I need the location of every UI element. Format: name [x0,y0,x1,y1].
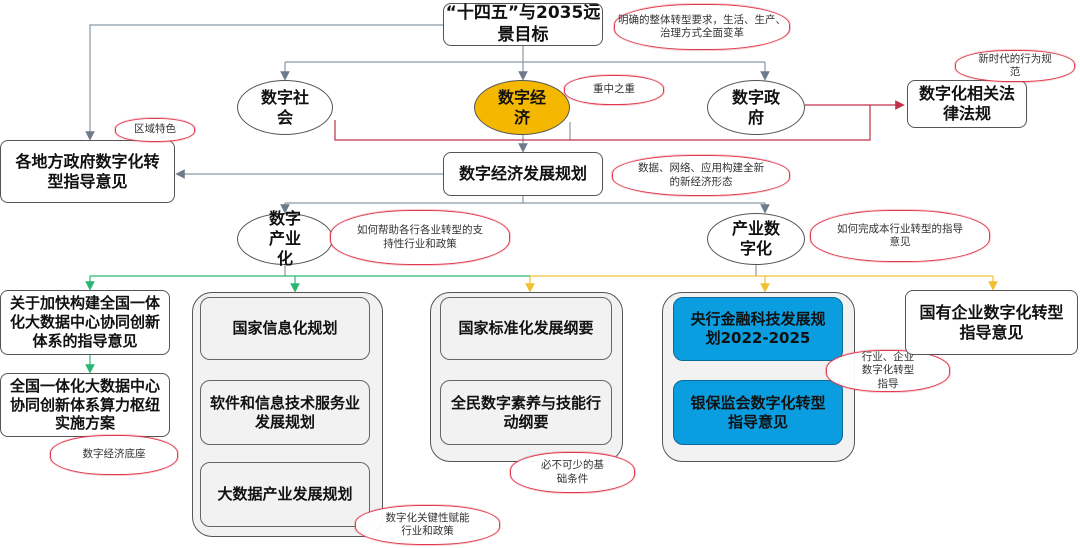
law-box: 数字化相关法律法规 [907,80,1027,128]
top-goal-note: 明确的整体转型要求，生活、生产、治理方式全面变革 [614,4,790,50]
digital-economy-plan-box: 数字经济发展规划 [443,152,603,196]
col2-item: 大数据产业发展规划 [200,462,370,527]
col4-item-highlighted: 银保监会数字化转型指导意见 [673,380,843,445]
digital-industrialization-note: 如何帮助各行各业转型的支持性行业和政策 [330,210,510,265]
digital-economy-node: 数字经济 [474,80,570,135]
digital-industrialization-node: 数字产业化 [237,209,333,268]
industrial-digitalization-note: 如何完成本行业转型的指导意见 [810,210,990,262]
digital-economy-plan-note: 数据、网络、应用构建全新的新经济形态 [612,155,790,196]
col1-item: 全国一体化大数据中心协同创新体系算力枢纽实施方案 [0,373,170,437]
digital-society-node: 数字社会 [237,80,333,135]
col4-note: 行业、企业数字化转型指导 [826,350,950,392]
col3-item: 全民数字素养与技能行动纲要 [440,380,612,445]
col1-note: 数字经济底座 [50,435,178,475]
col2-note: 数字化关键性赋能行业和政策 [355,505,500,545]
top-goal-box: “十四五”与2035远景目标 [443,3,603,46]
digital-government-node: 数字政府 [707,80,805,135]
law-note: 新时代的行为规范 [955,50,1075,82]
col4-item-highlighted: 央行金融科技发展规划2022-2025 [673,297,843,361]
digital-economy-note: 重中之重 [564,75,664,105]
industrial-digitalization-node: 产业数字化 [707,213,805,265]
col3-note: 必不可少的基础条件 [510,452,635,493]
line-top-to-local [85,24,443,141]
col2-item: 软件和信息技术服务业发展规划 [200,380,370,445]
col3-item: 国家标准化发展纲要 [440,297,612,360]
col5-item: 国有企业数字化转型指导意见 [905,290,1078,355]
col1-item: 关于加快构建全国一体化大数据中心协同创新体系的指导意见 [0,290,170,355]
col2-item: 国家信息化规划 [200,297,370,360]
local-government-box: 各地方政府数字化转型指导意见 [0,140,175,203]
local-government-note: 区域特色 [115,118,195,142]
